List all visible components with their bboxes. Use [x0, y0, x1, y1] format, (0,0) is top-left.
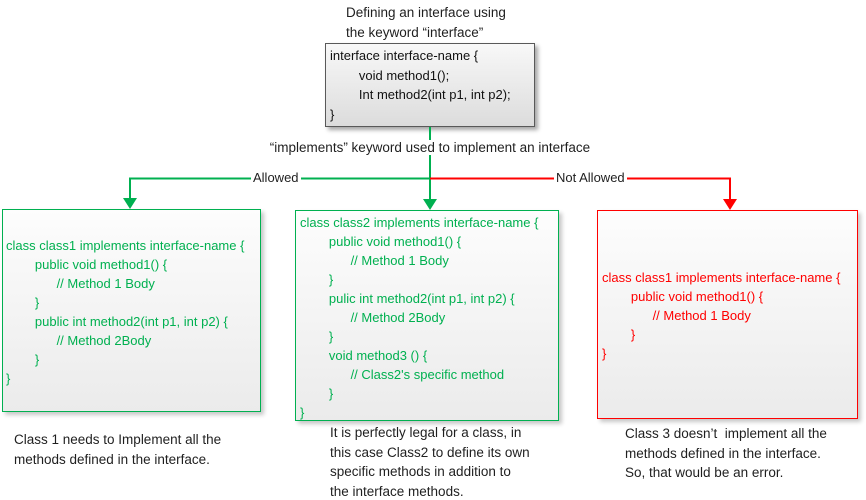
- arrow-down-icon: [123, 198, 137, 209]
- class2-caption: It is perfectly legal for a class, in th…: [330, 425, 530, 499]
- class2-code: class class2 implements interface-name {…: [300, 215, 539, 420]
- class1-code: class class1 implements interface-name {…: [6, 238, 245, 386]
- not-allowed-label: Not Allowed: [554, 169, 627, 186]
- class3-caption: Class 3 doesn’t implement all the method…: [625, 426, 827, 480]
- class2-code-box: class class2 implements interface-name {…: [295, 210, 559, 421]
- allowed-label: Allowed: [251, 169, 301, 186]
- implements-note: “implements” keyword used to implement a…: [266, 140, 594, 155]
- diagram-title: Defining an interface using the keyword …: [346, 5, 506, 40]
- implements-note-wrap: “implements” keyword used to implement a…: [0, 139, 860, 157]
- class1-code-box: class class1 implements interface-name {…: [2, 209, 261, 412]
- class3-code: class class1 implements interface-name {…: [602, 270, 841, 361]
- interface-definition-box: interface interface-name { void method1(…: [325, 43, 535, 127]
- arrow-down-icon: [723, 199, 737, 210]
- interface-code: interface interface-name { void method1(…: [330, 48, 511, 122]
- class1-caption: Class 1 needs to Implement all the metho…: [14, 432, 222, 467]
- class3-code-box: class class1 implements interface-name {…: [597, 210, 858, 419]
- arrow-down-icon: [423, 199, 437, 210]
